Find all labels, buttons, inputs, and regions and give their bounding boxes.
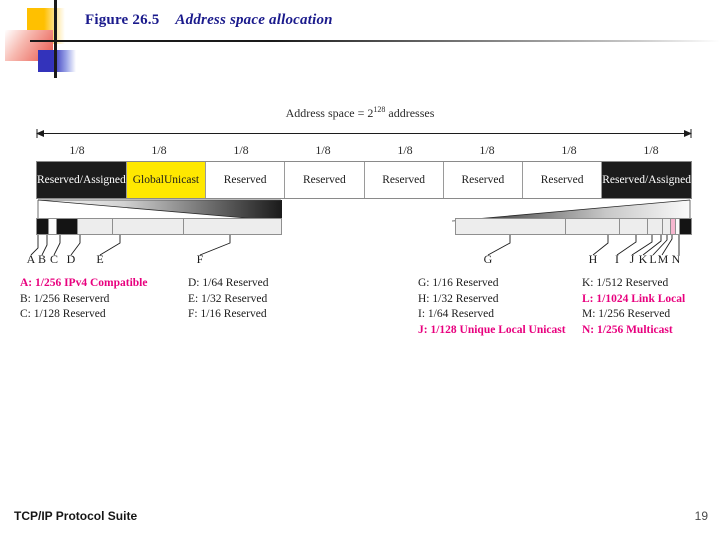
- zoom-segment-I[interactable]: [620, 219, 649, 234]
- address-block-label: Global: [132, 174, 164, 186]
- tick-label-J: J: [629, 252, 635, 266]
- fraction-label: 1/8: [315, 143, 331, 157]
- zoom-segment-J[interactable]: [648, 219, 664, 234]
- fraction-label: 1/8: [479, 143, 495, 157]
- zoom-segment-N[interactable]: [679, 219, 691, 234]
- address-block-label: Reserved: [302, 174, 346, 186]
- fraction-label: 1/8: [643, 143, 659, 157]
- address-block-label: Reserved/: [602, 174, 649, 186]
- fraction-label: 1/8: [151, 143, 167, 157]
- tick-label-D: D: [66, 252, 76, 266]
- legend-item: L: 1/1024 Link Local: [582, 292, 686, 305]
- caption-prefix: Address space = 2: [285, 106, 374, 120]
- zoom-segment-L[interactable]: [671, 219, 677, 234]
- legend-item: C: 1/128 Reserved: [20, 308, 106, 320]
- legend-item: A: 1/256 IPv4 Compatible: [20, 277, 148, 289]
- zoom-segment-B[interactable]: [49, 219, 58, 234]
- footer-page-number: 19: [694, 509, 708, 523]
- fraction-label: 1/8: [233, 143, 249, 157]
- tick-label-G: G: [483, 252, 493, 266]
- fraction-label: 1/8: [397, 143, 413, 157]
- legend-item: I: 1/64 Reserved: [418, 308, 495, 320]
- zoom-segment-H[interactable]: [565, 219, 621, 234]
- address-block-4[interactable]: Reserved: [285, 162, 365, 198]
- address-block-7[interactable]: Reserved: [523, 162, 603, 198]
- legend-item: F: 1/16 Reserved: [188, 308, 267, 320]
- page-title: Figure 26.5 Address space allocation: [85, 12, 333, 29]
- address-block-8[interactable]: Reserved/Assigned: [602, 162, 691, 198]
- address-block-1[interactable]: Reserved/Assigned: [37, 162, 127, 198]
- zoom-segment-E[interactable]: [113, 219, 184, 234]
- zoom-segment-A[interactable]: [37, 219, 50, 234]
- legend-item: J: 1/128 Unique Local Unicast: [418, 323, 566, 336]
- zoom-segment-C[interactable]: [57, 219, 78, 234]
- zoom-segment-F[interactable]: [183, 219, 281, 234]
- footer-title: TCP/IP Protocol Suite: [14, 509, 138, 523]
- decor-horizontal-rule: [30, 40, 720, 42]
- address-block-label: Unicast: [164, 174, 200, 186]
- legend-item: N: 1/256 Multicast: [582, 323, 673, 336]
- legend-item: E: 1/32 Reserved: [188, 292, 268, 305]
- header-decoration: [0, 0, 200, 80]
- address-block-label: Reserved: [461, 174, 505, 186]
- tick-label-N: N: [671, 252, 681, 266]
- legend-column-1: A: 1/256 IPv4 Compatible B: 1/256 Reserve…: [20, 276, 147, 323]
- decor-vertical-rule: [54, 0, 57, 78]
- decor-blue-square: [38, 50, 76, 72]
- address-block-3[interactable]: Reserved: [206, 162, 286, 198]
- address-block-label: Assigned: [82, 174, 126, 186]
- address-block-6[interactable]: Reserved: [444, 162, 523, 198]
- caption-exponent: 128: [373, 105, 386, 114]
- address-space-caption: Address space = 2128 addresses: [0, 105, 720, 121]
- caption-suffix: addresses: [385, 106, 435, 120]
- tick-label-E: E: [96, 252, 104, 266]
- span-arrow-icon: [36, 129, 692, 138]
- address-block-label: Reserved/: [37, 174, 83, 186]
- fraction-row: 1/8 1/8 1/8 1/8 1/8 1/8 1/8 1/8: [36, 140, 692, 161]
- fraction-label: 1/8: [561, 143, 577, 157]
- address-block-label: Reserved: [382, 174, 426, 186]
- zoom-segment-K[interactable]: [663, 219, 672, 234]
- legend-item: K: 1/512 Reserved: [582, 277, 669, 289]
- address-block-label: Reserved: [540, 174, 584, 186]
- left-zoom-bar: [36, 218, 282, 235]
- legend-item: M: 1/256 Reserved: [582, 308, 671, 320]
- tick-label-I: I: [615, 252, 619, 266]
- tick-label-B: B: [37, 252, 46, 266]
- legend-item: B: 1/256 Reserverd: [20, 292, 110, 305]
- legend-column-3: G: 1/16 Reserved H: 1/32 Reserved I: 1/64 …: [418, 276, 566, 338]
- left-zoom-funnel: [37, 199, 282, 222]
- right-zoom-bar: [455, 218, 692, 235]
- tick-label-L: L: [649, 252, 657, 266]
- legend-column-4: K: 1/512 Reserved L: 1/1024 Link Local M: …: [582, 276, 685, 338]
- zoom-segment-G[interactable]: [456, 219, 566, 234]
- fraction-label: 1/8: [69, 143, 85, 157]
- legend-item: D: 1/64 Reserved: [188, 277, 269, 289]
- tick-label-C: C: [49, 252, 58, 266]
- tick-label-M: M: [657, 252, 669, 266]
- tick-label-A: A: [26, 252, 36, 266]
- figure-caption: Address space allocation: [175, 12, 333, 28]
- tick-label-K: K: [638, 252, 648, 266]
- tick-label-F: F: [196, 252, 204, 266]
- zoom-segment-M[interactable]: [676, 219, 680, 234]
- left-leader-lines: [30, 235, 231, 256]
- address-block-5[interactable]: Reserved: [365, 162, 444, 198]
- legend-item: H: 1/32 Reserved: [418, 292, 499, 305]
- address-block-label: Reserved: [223, 174, 267, 186]
- right-leader-lines: [487, 235, 680, 256]
- address-block-label: Assigned: [648, 174, 691, 186]
- figure-number: Figure 26.5: [85, 12, 160, 28]
- tick-label-H: H: [588, 252, 598, 266]
- legend-column-2: D: 1/64 Reserved E: 1/32 Reserved F: 1/16 …: [188, 276, 268, 323]
- zoom-segment-D[interactable]: [77, 219, 114, 234]
- legend-item: G: 1/16 Reserved: [418, 277, 499, 289]
